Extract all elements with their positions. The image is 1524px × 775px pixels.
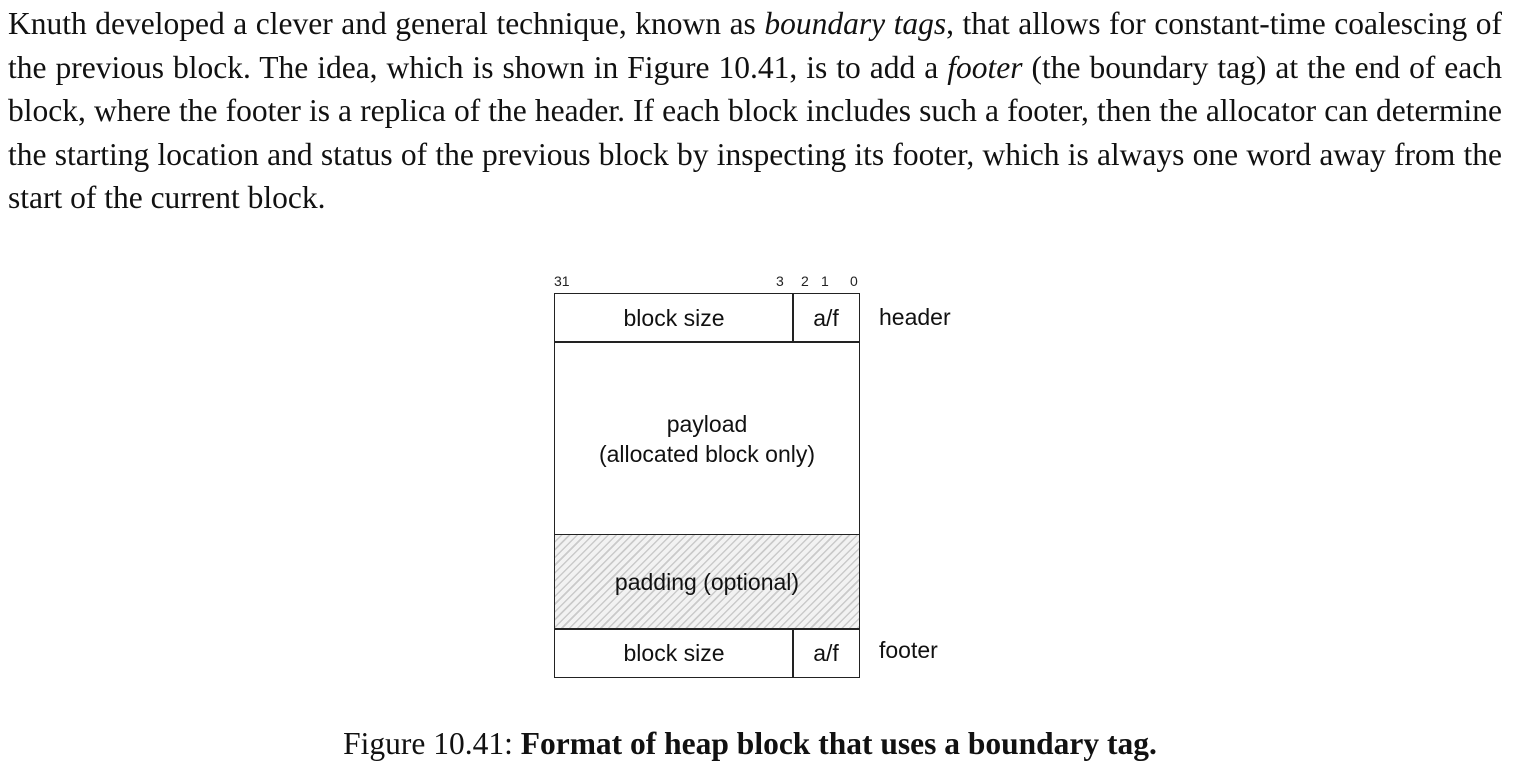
term-footer: footer [947,49,1023,85]
term-boundary-tags: boundary tags [764,6,947,41]
bit-label-2: 2 [801,273,809,289]
footer-block-size-text: block size [623,640,725,666]
padding-text: padding (optional) [614,569,800,595]
paragraph-text-1: Knuth developed a clever and general tec… [8,6,765,41]
header-af-text: a/f [813,305,839,331]
header-label: header [879,304,951,330]
bit-label-3: 3 [776,273,784,289]
bit-label-1: 1 [821,273,829,289]
footer-block-size-cell: block size [554,628,794,678]
payload-line-1: payload [666,410,748,437]
header-af-cell: a/f [792,293,860,343]
footer-af-cell: a/f [792,628,860,678]
header-block-size-cell: block size [554,293,794,343]
header-block-size-text: block size [623,305,725,331]
bit-label-31: 31 [554,273,570,289]
paragraph-text-3: (the boundary tag) at the end of each bl… [8,49,1503,216]
paragraph-text-2: , that allows for constant-time coalesci… [8,6,1502,85]
footer-af-text: a/f [813,640,839,666]
figure-caption: Figure 10.41: Format of heap block that … [0,722,1500,766]
payload-line-2: (allocated block only) [598,440,816,467]
caption-title: Format of heap block that uses a boundar… [520,726,1157,761]
footer-label: footer [879,637,938,663]
caption-prefix: Figure 10.41: [343,726,521,761]
padding-cell: padding (optional) [554,534,860,630]
body-paragraph: Knuth developed a clever and general tec… [8,2,1502,220]
bit-label-0: 0 [850,273,858,289]
payload-cell: payload (allocated block only) [554,341,860,536]
